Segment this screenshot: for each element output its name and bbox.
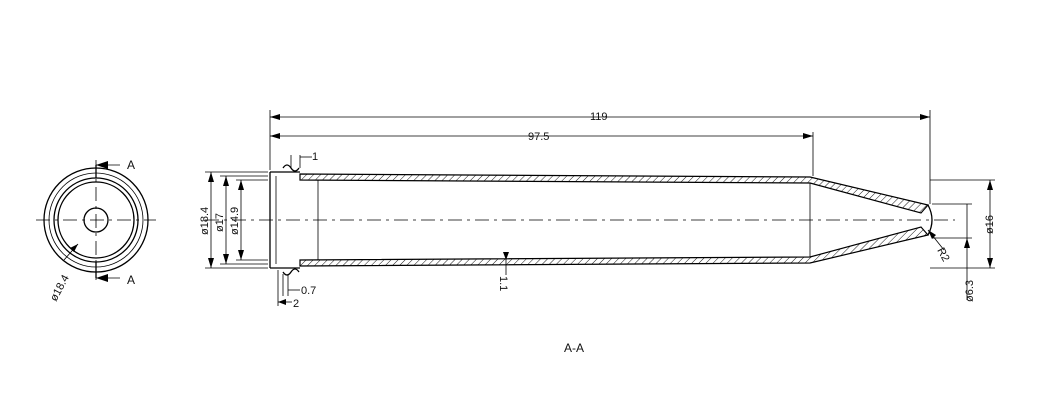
dim-outer-diameter: ø18.4 — [199, 171, 268, 269]
dim-inner-diameter-text: ø17 — [214, 213, 226, 232]
end-view-diameter-label: ø18.4 — [48, 273, 72, 303]
dim-overall-length: 119 — [269, 110, 931, 204]
dim-tip-bore: ø6.3 — [932, 203, 976, 302]
dim-bore-diameter: ø14.9 — [229, 179, 268, 261]
dim-overall-length-text: 119 — [590, 111, 608, 123]
section-letter-top: A — [127, 158, 135, 172]
dim-rim-gap-text: 1 — [312, 151, 318, 163]
end-view: A A ø18.4 — [36, 158, 156, 303]
dim-tip-bore-text: ø6.3 — [964, 280, 976, 302]
dim-outer-diameter-text: ø18.4 — [199, 207, 211, 235]
dim-rim-gap: 1 — [290, 151, 318, 168]
upper-wall-hatch — [299, 173, 930, 214]
dim-tip-radius: R2 — [927, 229, 952, 264]
dim-bore-diameter-text: ø14.9 — [229, 207, 241, 235]
section-view: 119 97.5 1 0.7 2 — [199, 110, 996, 310]
lower-wall-hatch — [299, 226, 930, 267]
dim-tip-diameter-text: ø16 — [984, 215, 996, 234]
dim-wall-thickness-text: 1.1 — [497, 276, 509, 291]
dim-tip-diameter: ø16 — [930, 179, 996, 269]
dim-rim-offset: 2 — [277, 270, 299, 310]
dim-inner-diameter: ø17 — [214, 175, 268, 265]
section-mark-bottom: A — [95, 262, 135, 287]
dim-body-length: 97.5 — [270, 131, 814, 176]
section-letter-bottom: A — [127, 273, 135, 287]
dim-rim-width: 0.7 — [282, 274, 316, 297]
dim-wall-thickness: 1.1 — [497, 252, 509, 291]
dim-rim-offset-text: 2 — [293, 298, 299, 310]
dim-rim-width-text: 0.7 — [301, 285, 316, 297]
dim-body-length-text: 97.5 — [528, 131, 549, 143]
section-label: A-A — [564, 341, 584, 355]
dim-tip-radius-text: R2 — [934, 246, 951, 264]
section-mark-top: A — [95, 158, 135, 178]
